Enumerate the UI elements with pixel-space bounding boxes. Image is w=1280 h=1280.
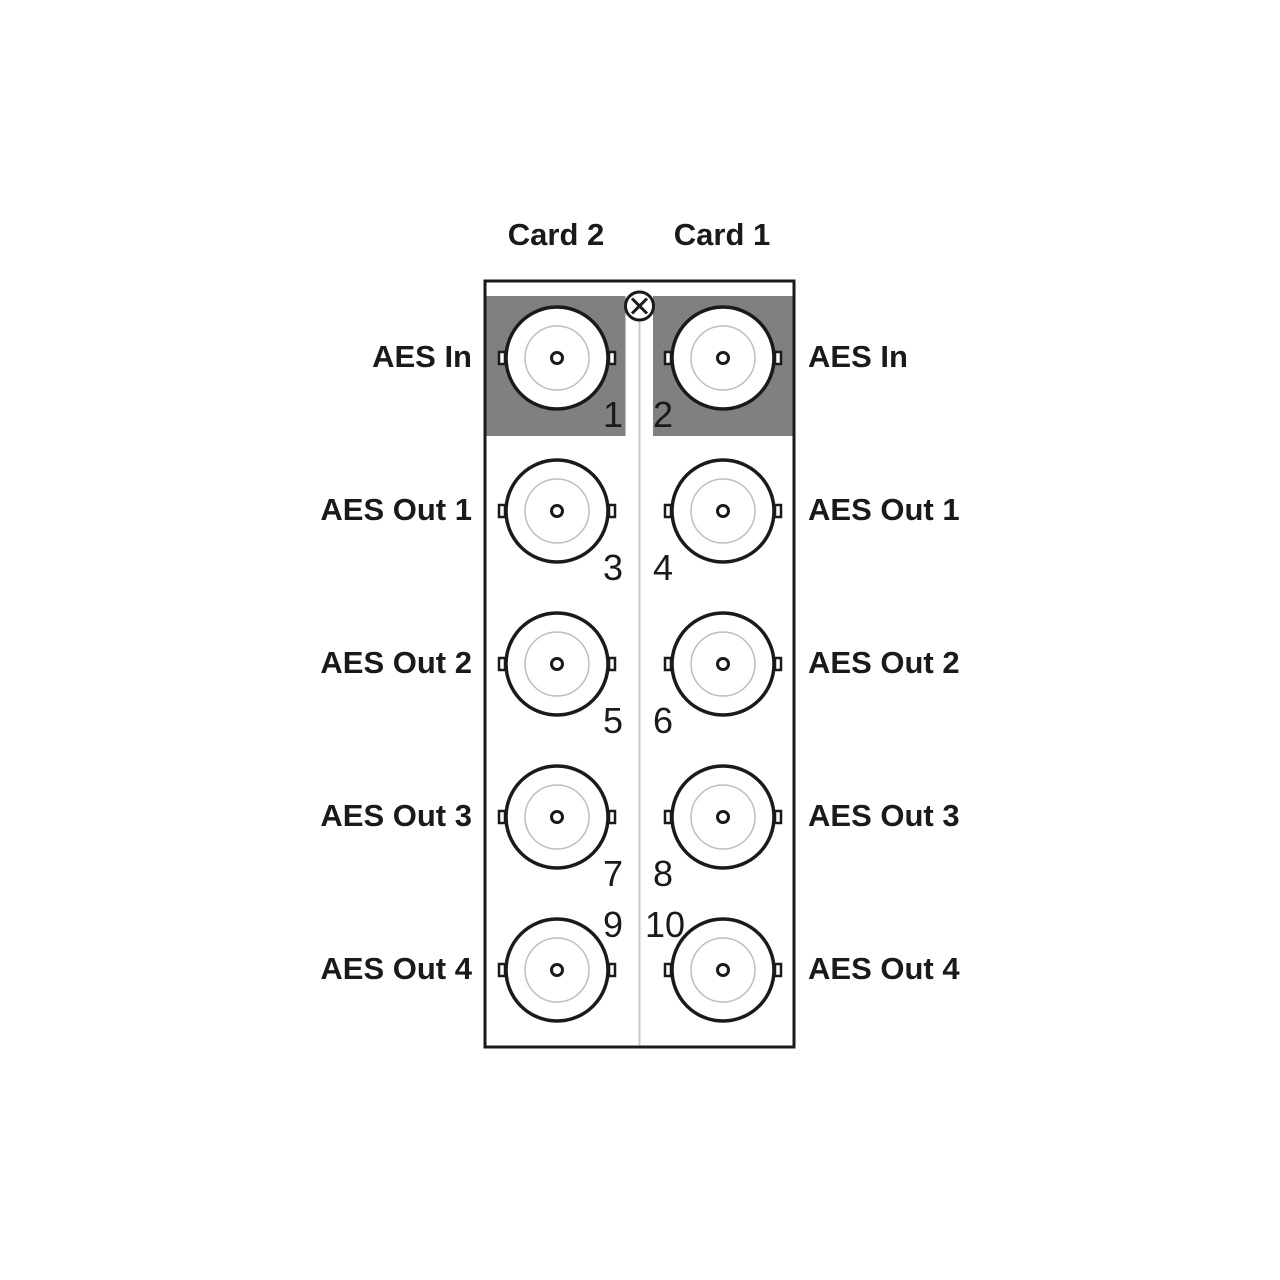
connector-number: 5 — [602, 700, 623, 741]
card-1-header: Card 1 — [673, 217, 771, 252]
bnc-connector-icon — [497, 917, 617, 1023]
connector-number: 4 — [653, 547, 674, 588]
bnc-connector-icon — [663, 305, 783, 411]
connector-number: 9 — [602, 904, 623, 945]
bnc-connector-icon — [663, 458, 783, 564]
card2-aes-in-label: AES In — [372, 339, 472, 374]
card1-aes-in-label: AES In — [808, 339, 908, 374]
connector-number: 3 — [602, 547, 623, 588]
connector-number: 7 — [602, 853, 623, 894]
card2-aes-out-3-label: AES Out 3 — [320, 798, 472, 833]
card1-aes-out-4-label: AES Out 4 — [808, 951, 960, 986]
bnc-connector-icon — [663, 917, 783, 1023]
card2-aes-out-2-label: AES Out 2 — [320, 645, 472, 680]
card1-aes-out-2-label: AES Out 2 — [808, 645, 960, 680]
connector-number: 2 — [653, 394, 674, 435]
card1-aes-out-1-label: AES Out 1 — [808, 492, 960, 527]
screw-icon — [624, 290, 655, 322]
connector-number: 8 — [653, 853, 674, 894]
card2-aes-out-4-label: AES Out 4 — [320, 951, 472, 986]
bnc-connector-icon — [497, 305, 617, 411]
bnc-connector-icon — [663, 611, 783, 717]
card-2-header: Card 2 — [507, 217, 605, 252]
card2-aes-out-1-label: AES Out 1 — [320, 492, 472, 527]
connector-number: 10 — [645, 904, 686, 945]
card1-aes-out-3-label: AES Out 3 — [808, 798, 960, 833]
bnc-connector-icon — [497, 458, 617, 564]
connector-number: 1 — [602, 394, 623, 435]
bnc-connector-icon — [663, 764, 783, 870]
connector-number: 6 — [653, 700, 674, 741]
bnc-connector-icon — [497, 611, 617, 717]
bnc-connector-icon — [497, 764, 617, 870]
